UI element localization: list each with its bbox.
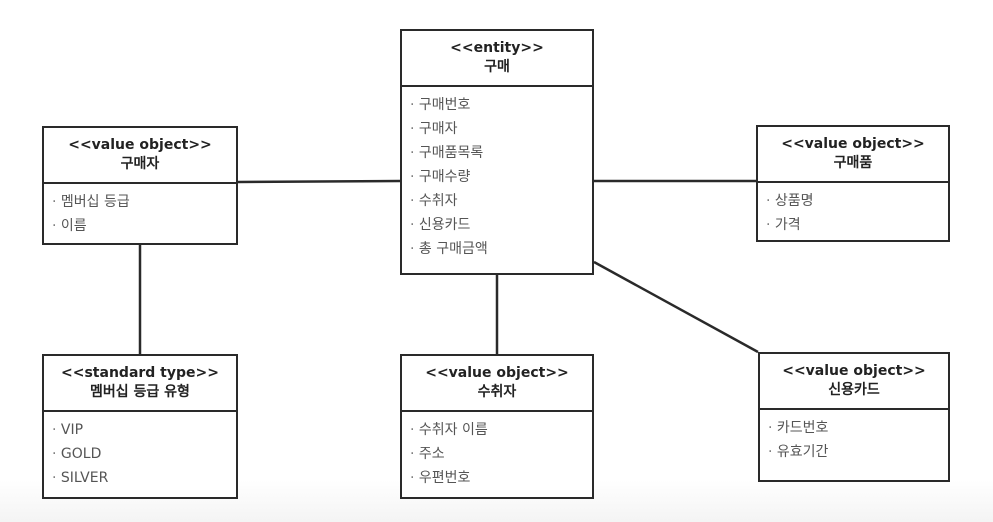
attribute: 우편번호	[410, 466, 592, 490]
class-item-attributes: 상품명 가격	[758, 183, 948, 237]
class-item: <<value object>> 구매품 상품명 가격	[756, 125, 950, 242]
class-card: <<value object>> 신용카드 카드번호 유효기간	[758, 352, 950, 482]
class-buyer-attributes: 멤버십 등급 이름	[44, 184, 236, 238]
attribute: SILVER	[52, 466, 236, 490]
attribute: 총 구매금액	[410, 237, 592, 261]
attribute: 구매품목록	[410, 141, 592, 165]
attribute: 상품명	[766, 189, 948, 213]
class-purchase-stereotype: <<entity>>	[450, 40, 544, 56]
class-membership-name: 멤버십 등급 유형	[90, 384, 190, 400]
attribute: 이름	[52, 214, 236, 238]
attribute: GOLD	[52, 442, 236, 466]
class-purchase-header: <<entity>> 구매	[402, 31, 592, 87]
class-membership: <<standard type>> 멤버십 등급 유형 VIP GOLD SIL…	[42, 354, 238, 499]
attribute: 카드번호	[768, 416, 948, 440]
class-item-name: 구매품	[833, 155, 873, 171]
class-membership-attributes: VIP GOLD SILVER	[44, 412, 236, 490]
class-receiver: <<value object>> 수취자 수취자 이름 주소 우편번호	[400, 354, 594, 499]
class-purchase: <<entity>> 구매 구매번호 구매자 구매품목록 구매수량 수취자 신용…	[400, 29, 594, 275]
attribute: 구매번호	[410, 93, 592, 117]
class-card-name: 신용카드	[828, 382, 880, 398]
attribute: 구매자	[410, 117, 592, 141]
class-item-stereotype: <<value object>>	[781, 136, 925, 152]
class-purchase-name: 구매	[484, 59, 510, 75]
class-buyer-stereotype: <<value object>>	[68, 137, 212, 153]
attribute: VIP	[52, 418, 236, 442]
attribute: 수취자 이름	[410, 418, 592, 442]
class-receiver-header: <<value object>> 수취자	[402, 356, 592, 412]
association-purchase-card	[593, 260, 759, 354]
class-receiver-stereotype: <<value object>>	[425, 365, 569, 381]
class-buyer: <<value object>> 구매자 멤버십 등급 이름	[42, 126, 238, 245]
class-card-attributes: 카드번호 유효기간	[760, 410, 948, 464]
class-membership-stereotype: <<standard type>>	[61, 365, 219, 381]
attribute: 구매수량	[410, 165, 592, 189]
attribute: 멤버십 등급	[52, 190, 236, 214]
class-receiver-name: 수취자	[477, 384, 517, 400]
association-buyer-purchase	[237, 179, 401, 184]
class-card-header: <<value object>> 신용카드	[760, 354, 948, 410]
attribute: 신용카드	[410, 213, 592, 237]
attribute: 유효기간	[768, 440, 948, 464]
class-receiver-attributes: 수취자 이름 주소 우편번호	[402, 412, 592, 490]
class-buyer-header: <<value object>> 구매자	[44, 128, 236, 184]
class-buyer-name: 구매자	[120, 156, 160, 172]
class-membership-header: <<standard type>> 멤버십 등급 유형	[44, 356, 236, 412]
class-card-stereotype: <<value object>>	[782, 363, 926, 379]
attribute: 수취자	[410, 189, 592, 213]
attribute: 주소	[410, 442, 592, 466]
class-purchase-attributes: 구매번호 구매자 구매품목록 구매수량 수취자 신용카드 총 구매금액	[402, 87, 592, 261]
attribute: 가격	[766, 213, 948, 237]
class-item-header: <<value object>> 구매품	[758, 127, 948, 183]
